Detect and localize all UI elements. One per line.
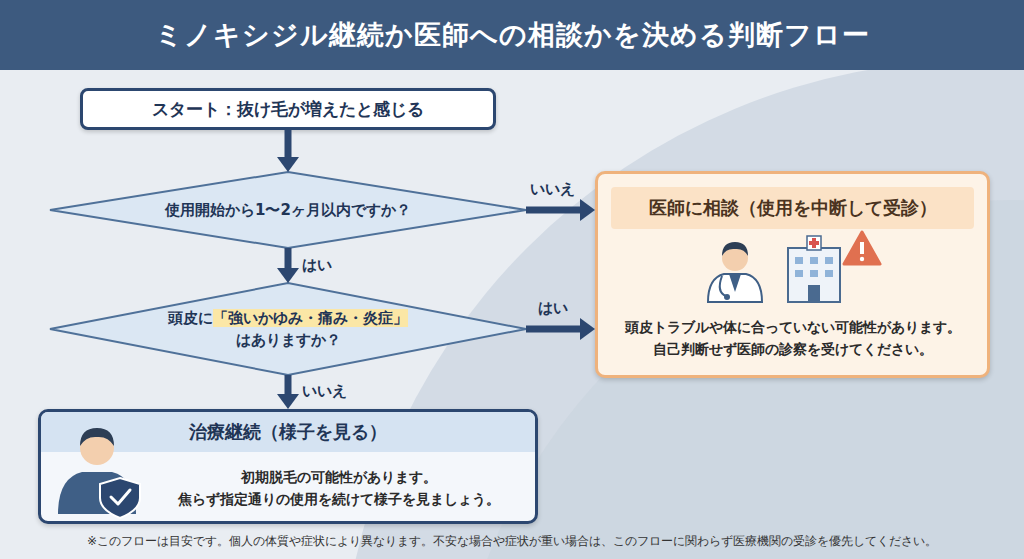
caption-text: ※このフローは目安です。個人の体質や症状により異なります。不安な場合や症状が重い… xyxy=(0,533,1024,550)
diamond-outline xyxy=(50,283,526,375)
flow-arrow xyxy=(526,199,595,221)
node-heading: 頭皮に「強いかゆみ・痛み・炎症」 はありますか？ xyxy=(138,307,438,352)
flow-arrow xyxy=(526,318,595,340)
edge-label: いいえ xyxy=(302,382,347,401)
decision-diamond: 使用開始から1〜2ヶ月以内ですか？ xyxy=(50,172,526,248)
title-band: ミノキシジル継続か医師への相談かを決める判断フロー xyxy=(0,0,1024,70)
edge-label: はい xyxy=(538,299,568,318)
highlight: 「強いかゆみ・痛み・炎症」 xyxy=(213,309,408,327)
decision-diamond: 頭皮に「強いかゆみ・痛み・炎症」 はありますか？ xyxy=(50,283,526,375)
node-heading: スタート：抜け毛が増えたと感じる xyxy=(152,98,424,121)
node-body: 頭皮トラブルや体に合っていない可能性があります。 自己判断せず医師の診察を受けて… xyxy=(604,316,981,361)
node-heading: 使用開始から1〜2ヶ月以内ですか？ xyxy=(165,201,411,220)
result-box: 医師に相談（使用を中断して受診） 頭皮トラブルや体に合っていない可能性があります。… xyxy=(595,171,990,378)
title-text: ミノキシジル継続か医師への相談かを決める判断フロー xyxy=(155,17,870,53)
flow-arrow xyxy=(277,375,299,409)
edge-label: はい xyxy=(302,256,332,275)
flow-arrow xyxy=(277,130,299,172)
edge-label: いいえ xyxy=(530,180,575,199)
node-heading: 医師に相談（使用を中断して受診） xyxy=(611,187,974,229)
node-body: 初期脱毛の可能性があります。 焦らず指定通りの使用を続けて様子を見ましょう。 xyxy=(151,466,527,511)
result-box: 治療継続（様子を見る） 初期脱毛の可能性があります。 焦らず指定通りの使用を続けて… xyxy=(38,409,538,524)
flow-arrow xyxy=(277,248,299,283)
start-box: スタート：抜け毛が増えたと感じる xyxy=(80,88,496,130)
node-heading: 治療継続（様子を見る） xyxy=(41,412,535,452)
